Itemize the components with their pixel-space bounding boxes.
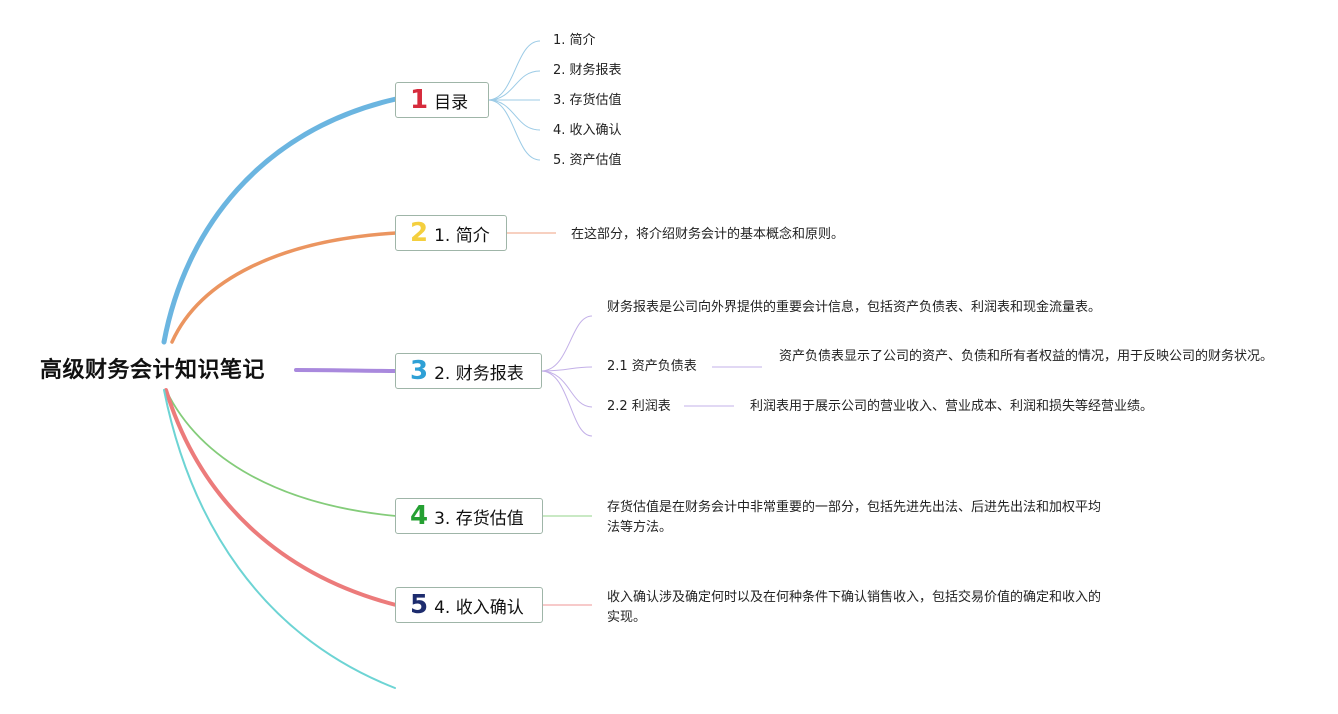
statements-child-connectors <box>540 315 762 437</box>
topic-revenue-label: 4. 收入确认 <box>434 597 524 618</box>
topic-statements-label: 2. 财务报表 <box>434 363 524 384</box>
toc-item-intro[interactable]: 1. 简介 <box>553 33 596 48</box>
intro-note[interactable]: 在这部分，将介绍财务会计的基本概念和原则。 <box>571 227 845 242</box>
number-four-icon: 4 <box>410 501 429 531</box>
branch-toc <box>161 96 399 345</box>
income-statement-note[interactable]: 利润表用于展示公司的营业收入、营业成本、利润和损失等经营业绩。 <box>750 399 1154 414</box>
statements-note[interactable]: 财务报表是公司向外界提供的重要会计信息，包括资产负债表、利润表和现金流量表。 <box>607 300 1102 315</box>
toc-item-revenue[interactable]: 4. 收入确认 <box>553 123 622 138</box>
number-one-icon: 1 <box>410 85 429 115</box>
number-three-icon: 3 <box>410 356 429 386</box>
branch-revenue <box>164 388 398 607</box>
toc-child-connectors <box>487 40 541 161</box>
branch-statements <box>294 368 398 373</box>
topic-toc[interactable]: 1 目录 <box>395 82 489 118</box>
branch-inventory <box>165 389 397 517</box>
branch-intro <box>170 231 398 344</box>
revenue-note[interactable]: 收入确认涉及确定何时以及在何种条件下确认销售收入，包括交易价值的确定和收入的实现… <box>607 590 1102 625</box>
topic-toc-label: 目录 <box>434 92 469 113</box>
topic-inventory-label: 3. 存货估值 <box>434 508 524 529</box>
toc-item-inventory[interactable]: 3. 存货估值 <box>553 93 622 108</box>
number-five-icon: 5 <box>410 590 429 620</box>
toc-item-statements[interactable]: 2. 财务报表 <box>553 63 622 78</box>
topic-inventory[interactable]: 4 3. 存货估值 <box>395 498 543 534</box>
balance-sheet-topic[interactable]: 2.1 资产负债表 <box>607 359 697 374</box>
toc-item-assets[interactable]: 5. 资产估值 <box>553 153 622 168</box>
topic-intro[interactable]: 2 1. 简介 <box>395 215 507 251</box>
root-topic[interactable]: 高级财务会计知识笔记 <box>40 358 266 383</box>
topic-revenue[interactable]: 5 4. 收入确认 <box>395 587 543 623</box>
number-two-icon: 2 <box>410 218 429 248</box>
inventory-note[interactable]: 存货估值是在财务会计中非常重要的一部分，包括先进先出法、后进先出法和加权平均法等… <box>607 500 1102 535</box>
balance-sheet-note[interactable]: 资产负债表显示了公司的资产、负债和所有者权益的情况，用于反映公司的财务状况。 <box>779 349 1274 364</box>
income-statement-topic[interactable]: 2.2 利润表 <box>607 399 671 414</box>
topic-statements[interactable]: 3 2. 财务报表 <box>395 353 542 389</box>
branch-extra <box>163 389 396 689</box>
topic-intro-label: 1. 简介 <box>434 225 490 246</box>
